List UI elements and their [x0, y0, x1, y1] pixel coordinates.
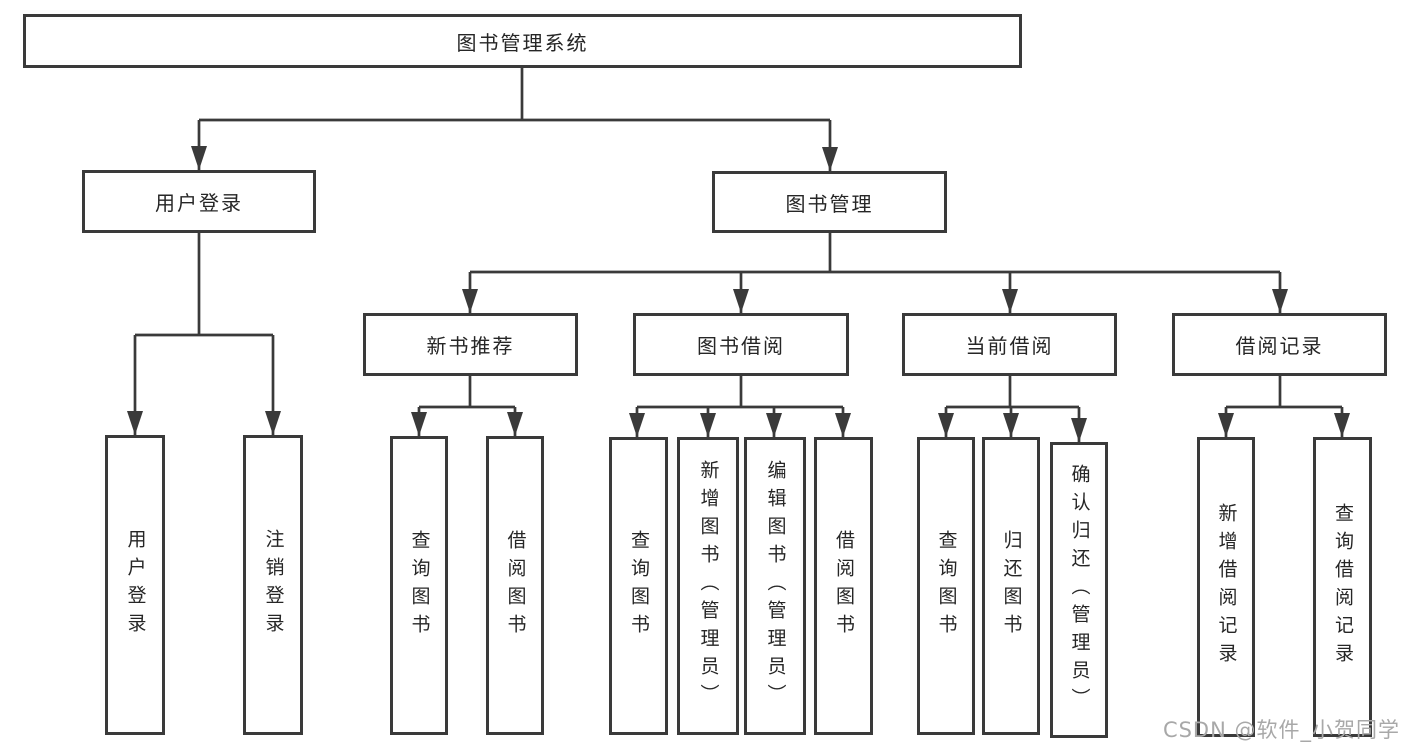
node-query-borrow-record-label: 查询借阅记录 [1332, 503, 1354, 671]
node-current-query-book: 查询图书 [917, 437, 975, 735]
node-query-borrow-record: 查询借阅记录 [1313, 437, 1372, 737]
node-borrow-book-action: 借阅图书 [814, 437, 873, 735]
node-book-management: 图书管理 [712, 171, 947, 233]
node-recommend-borrow-book: 借阅图书 [486, 436, 544, 735]
node-library-system: 图书管理系统 [23, 14, 1022, 68]
node-user-login: 用户登录 [82, 170, 316, 233]
node-new-book-recommend-label: 新书推荐 [426, 334, 515, 358]
node-borrow-query-book-label: 查询图书 [628, 530, 650, 642]
csdn-watermark: CSDN @软件_小贺同学 [1162, 718, 1400, 742]
node-edit-book-admin-label: 编辑图书（管理员） [764, 460, 787, 712]
node-add-borrow-record: 新增借阅记录 [1197, 437, 1255, 737]
node-borrow-book-action-label: 借阅图书 [833, 530, 855, 642]
node-current-borrow: 当前借阅 [902, 313, 1117, 376]
node-book-borrow-label: 图书借阅 [697, 334, 785, 358]
node-new-book-recommend: 新书推荐 [363, 313, 578, 376]
node-confirm-return-admin-label: 确认归还（管理员） [1068, 464, 1091, 716]
node-book-management-label: 图书管理 [785, 191, 874, 216]
node-add-borrow-record-label: 新增借阅记录 [1215, 503, 1238, 671]
node-book-borrow: 图书借阅 [633, 313, 849, 376]
node-current-query-book-label: 查询图书 [935, 530, 958, 642]
node-return-book-label: 归还图书 [1000, 530, 1023, 642]
node-borrow-query-book: 查询图书 [609, 437, 668, 735]
node-add-book-admin-label: 新增图书（管理员） [697, 460, 720, 712]
node-confirm-return-admin: 确认归还（管理员） [1050, 442, 1108, 738]
node-current-borrow-label: 当前借阅 [965, 334, 1054, 358]
node-recommend-borrow-book-label: 借阅图书 [504, 529, 527, 642]
node-add-book-admin: 新增图书（管理员） [677, 437, 739, 735]
node-user-login-action: 用户登录 [105, 435, 165, 735]
node-borrow-records-label: 借阅记录 [1235, 334, 1324, 358]
node-user-login-label: 用户登录 [155, 191, 243, 215]
node-borrow-records: 借阅记录 [1172, 313, 1387, 376]
node-edit-book-admin: 编辑图书（管理员） [744, 437, 806, 735]
node-recommend-query-book-label: 查询图书 [408, 529, 431, 642]
node-library-system-label: 图书管理系统 [456, 30, 589, 55]
node-user-login-action-label: 用户登录 [124, 529, 147, 641]
node-recommend-query-book: 查询图书 [390, 436, 448, 735]
node-logout-action: 注销登录 [243, 435, 303, 735]
node-logout-action-label: 注销登录 [262, 529, 285, 641]
node-return-book: 归还图书 [982, 437, 1040, 735]
